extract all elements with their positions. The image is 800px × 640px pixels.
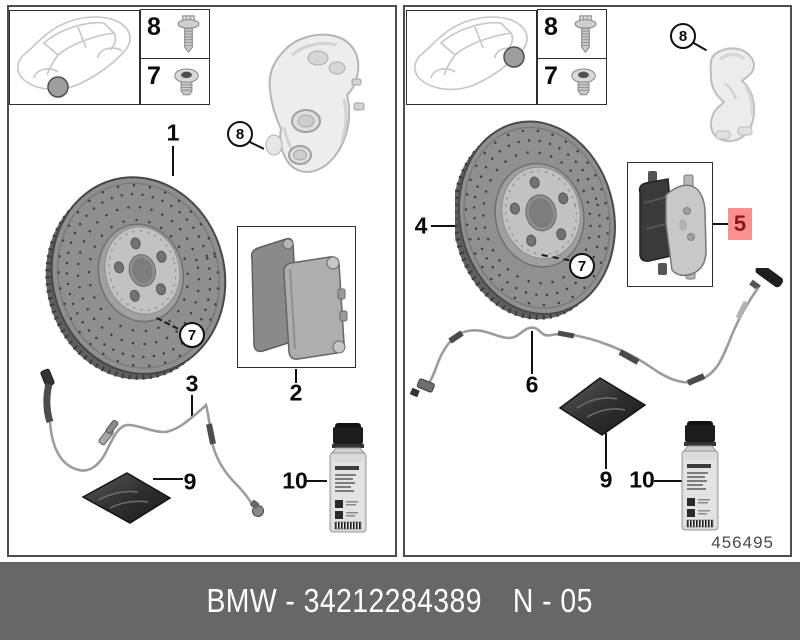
hazard-icon	[335, 511, 343, 519]
callout-cleaner[interactable]: 10	[629, 466, 655, 493]
front-axle-panel: 8 7	[7, 5, 397, 557]
car-outline-front	[17, 16, 131, 98]
rear-brake-pads-illustration	[638, 171, 707, 280]
callout-hub-screw-label: 7	[577, 257, 587, 275]
wheel-bolt-icon	[177, 15, 200, 53]
leader-line-disc	[172, 146, 174, 176]
brake-pads-box	[627, 162, 713, 287]
leader-line-grease	[605, 433, 607, 469]
leader-line-pads	[713, 223, 728, 225]
leader-line-sensor	[531, 331, 533, 374]
drilled-holes-pattern	[57, 184, 220, 368]
leader-line-sensor	[191, 395, 193, 418]
callout-carrier-circle[interactable]: 8	[670, 23, 696, 49]
sensor-tip	[755, 268, 784, 288]
leader-line-disc	[431, 225, 458, 227]
callout-bolt[interactable]: 8	[544, 13, 558, 41]
callout-plug[interactable]: 7	[544, 62, 558, 90]
grease-pouch-illustration	[558, 377, 647, 436]
leader-line-grease	[153, 478, 183, 480]
pads-callout-highlight[interactable]: 5	[728, 208, 752, 240]
callout-grease[interactable]: 9	[183, 468, 197, 495]
footer-text: BMW - 34212284389 N - 05	[207, 582, 593, 620]
callout-hub-screw-label: 7	[187, 326, 197, 344]
callout-carrier-label: 8	[678, 27, 688, 45]
callout-sensor[interactable]: 3	[185, 370, 199, 397]
callout-hub-screw-circle[interactable]: 7	[179, 322, 205, 348]
callout-caliper-label: 8	[235, 125, 245, 143]
leader-line-cleaner	[306, 480, 327, 482]
callout-disc[interactable]: 1	[166, 119, 180, 146]
set-screw-icon	[571, 68, 596, 95]
grease-pouch-illustration	[81, 472, 172, 524]
screw-cell-plug: 7	[538, 58, 606, 106]
caliper-carrier-illustration	[709, 47, 756, 143]
wheel-bolt-icon	[574, 15, 597, 53]
callout-grease[interactable]: 9	[599, 466, 613, 493]
front-brake-disc-illustration	[45, 176, 227, 380]
callout-pads: 5	[733, 211, 747, 236]
set-screw-icon	[174, 68, 199, 95]
rear-wheel-location-marker	[503, 46, 525, 68]
leader-line-cleaner	[654, 480, 682, 482]
hazard-icon	[687, 509, 695, 517]
cleaner-spray-can-illustration	[681, 421, 719, 531]
callout-cleaner[interactable]: 10	[282, 467, 308, 494]
leader-line-pads	[295, 369, 297, 383]
diagram-number: 456495	[711, 533, 774, 552]
cleaner-spray-can-illustration	[329, 423, 367, 533]
callout-pads[interactable]: 2	[289, 379, 303, 406]
callout-plug[interactable]: 7	[147, 62, 161, 90]
front-brake-pads-illustration	[250, 237, 348, 360]
brake-caliper-illustration	[265, 33, 365, 173]
car-locator-box	[9, 10, 140, 105]
rear-axle-panel: 8 7 8	[403, 5, 792, 557]
screw-box: 8 7	[140, 9, 210, 105]
footer-bar: BMW - 34212284389 N - 05	[0, 562, 800, 640]
callout-caliper-circle[interactable]: 8	[227, 121, 253, 147]
sensor-plug	[416, 378, 435, 393]
wheel-bolt-holes	[509, 176, 569, 247]
wheel-bolt-holes	[113, 237, 167, 302]
car-locator-box	[406, 10, 537, 105]
barcode	[686, 519, 714, 528]
screw-cell-bolt: 8	[538, 10, 606, 58]
screw-box: 8 7	[537, 9, 607, 105]
hazard-icon	[335, 500, 343, 508]
car-outline-rear	[414, 16, 528, 91]
callout-hub-screw-circle[interactable]: 7	[569, 253, 595, 279]
hazard-icon	[687, 498, 695, 506]
footer-revision: N - 05	[513, 582, 594, 619]
callout-bolt[interactable]: 8	[147, 13, 161, 41]
front-wheel-location-marker	[47, 76, 69, 98]
drilled-holes-pattern	[464, 129, 610, 307]
barcode	[334, 521, 362, 530]
brake-pads-box	[237, 226, 356, 368]
footer-part-number: BMW - 34212284389	[206, 582, 483, 619]
callout-disc[interactable]: 4	[414, 212, 428, 239]
rear-wear-sensor-illustration	[409, 268, 784, 398]
screw-cell-plug: 7	[141, 58, 209, 106]
front-wear-sensor-illustration	[40, 368, 264, 517]
screw-cell-bolt: 8	[141, 10, 209, 58]
callout-sensor[interactable]: 6	[525, 371, 539, 398]
